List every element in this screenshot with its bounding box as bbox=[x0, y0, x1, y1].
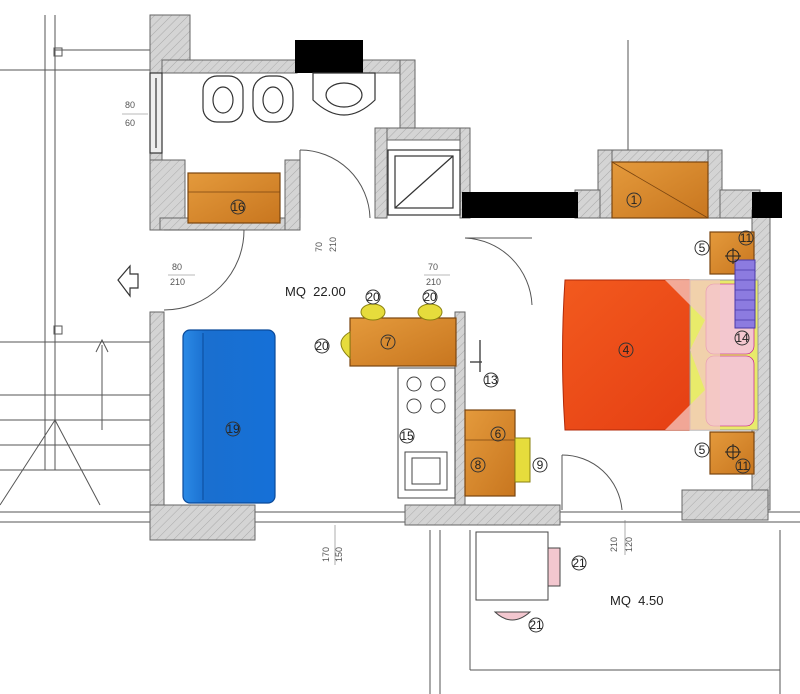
label-5b: 5 bbox=[699, 443, 706, 457]
label-11b: 11 bbox=[737, 459, 750, 473]
bed bbox=[562, 279, 759, 431]
furniture-wood bbox=[187, 161, 755, 497]
item-markers bbox=[225, 192, 754, 633]
room-area-balcony: MQ 4.50 bbox=[610, 593, 663, 608]
item-numbers: 1 4 5 5 6 7 8 9 11 11 13 14 15 16 19 20 … bbox=[226, 193, 752, 632]
label-11a: 11 bbox=[740, 231, 753, 245]
label-16: 16 bbox=[231, 200, 245, 214]
doors bbox=[163, 149, 623, 511]
label-1: 1 bbox=[631, 193, 638, 207]
lamps bbox=[725, 248, 741, 460]
dim-bed-door-bottom: 210 bbox=[426, 277, 441, 287]
label-13: 13 bbox=[484, 373, 498, 387]
balcony-set bbox=[475, 531, 561, 621]
dim-window-bottom-a: 150 bbox=[334, 547, 344, 562]
label-14: 14 bbox=[735, 331, 749, 345]
kitchen-block bbox=[397, 367, 456, 499]
dim-window-bottom: 60 bbox=[125, 118, 135, 128]
dim-entry-door-top: 80 bbox=[172, 262, 182, 272]
chairs bbox=[340, 303, 531, 483]
dim-balcony-door-b: 210 bbox=[609, 537, 619, 552]
dim-balcony-door-a: 120 bbox=[624, 537, 634, 552]
label-8: 8 bbox=[475, 458, 482, 472]
label-21b: 21 bbox=[529, 618, 543, 632]
label-20b: 20 bbox=[366, 290, 380, 304]
label-20a: 20 bbox=[315, 339, 329, 353]
dim-bath-door-a: 70 bbox=[314, 242, 324, 252]
dim-window-top: 80 bbox=[125, 100, 135, 110]
nightstand-top bbox=[709, 231, 755, 275]
label-21a: 21 bbox=[572, 556, 586, 570]
table-main bbox=[349, 317, 457, 367]
label-15: 15 bbox=[400, 429, 414, 443]
bathroom-fixtures bbox=[149, 72, 461, 216]
label-5a: 5 bbox=[699, 241, 706, 255]
dim-bath-door-b: 210 bbox=[328, 237, 338, 252]
exterior-lines bbox=[0, 40, 800, 694]
dimension-labels: 80 60 70 210 80 210 70 210 150 170 120 2… bbox=[122, 100, 634, 565]
label-20c: 20 bbox=[423, 290, 437, 304]
exterior-stairs bbox=[0, 15, 150, 506]
dim-window-bottom-b: 170 bbox=[321, 547, 331, 562]
bath-unit bbox=[187, 172, 281, 224]
sofa bbox=[182, 329, 276, 504]
nightstand-bottom bbox=[709, 431, 755, 475]
label-7: 7 bbox=[385, 335, 392, 349]
stool bbox=[470, 340, 482, 372]
label-4: 4 bbox=[623, 343, 630, 357]
dim-entry-door-bottom: 210 bbox=[170, 277, 185, 287]
label-19: 19 bbox=[226, 422, 240, 436]
wall-black bbox=[295, 40, 782, 218]
entry-arrow-icon bbox=[117, 264, 139, 298]
label-6: 6 bbox=[495, 427, 502, 441]
table-low bbox=[464, 409, 516, 497]
label-9: 9 bbox=[537, 458, 544, 472]
dim-bed-door-top: 70 bbox=[428, 262, 438, 272]
radiator bbox=[734, 259, 756, 329]
room-area-main: MQ 22.00 bbox=[285, 284, 346, 299]
